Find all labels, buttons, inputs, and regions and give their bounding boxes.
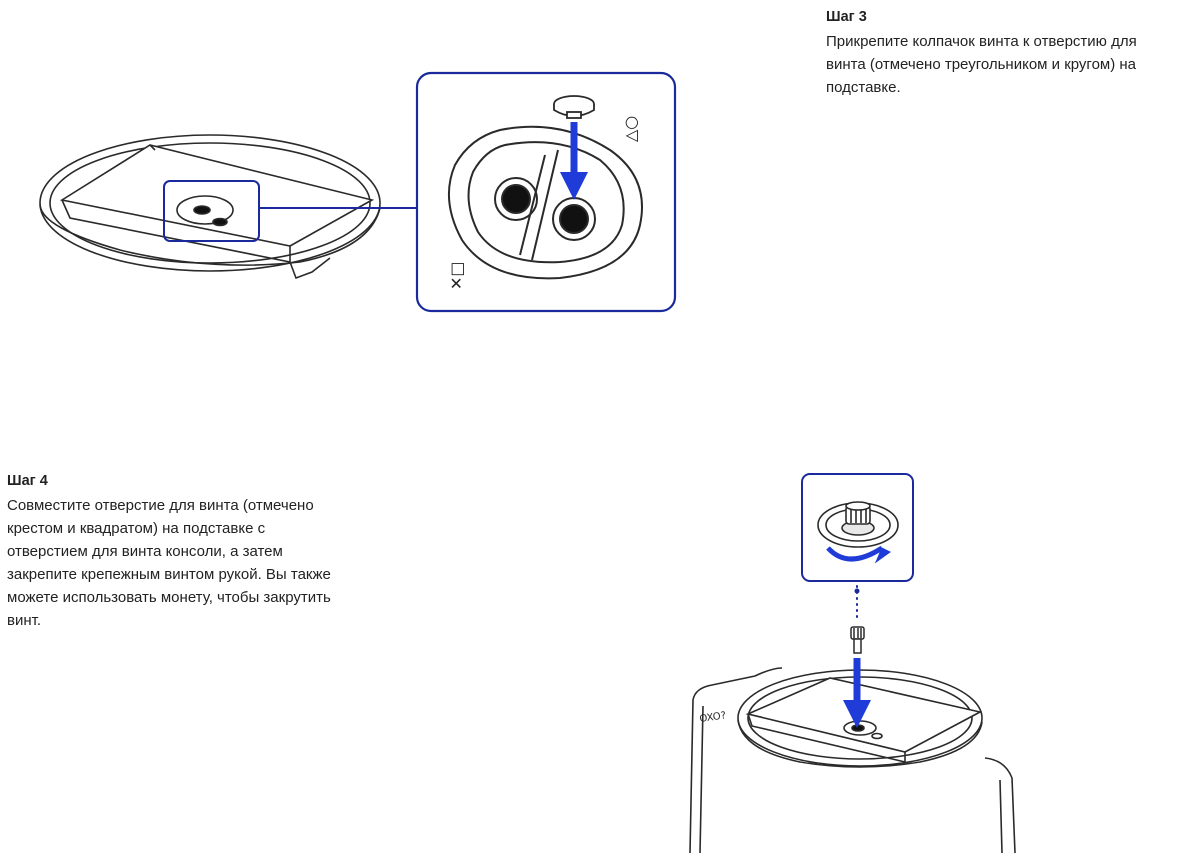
screw-cap-icon [553,95,595,119]
svg-text:OXO?: OXO? [699,710,727,725]
zoomed-holes [447,125,643,280]
console-illustration: OXO? [689,667,1016,853]
rotate-screw-detail [817,501,899,548]
step3-body: Прикрепите колпачок винта к отверстию дл… [826,33,1137,96]
step4-title: Шаг 4 [7,473,48,489]
cross-square-mark: ✕□ [447,261,466,290]
rotate-arrow-icon [826,545,884,562]
stand-callout-frame [163,180,260,242]
step3-title: Шаг 3 [826,9,867,25]
step4-body: Совместите отверстие для винта (отмечено… [7,497,331,629]
step3-instruction: Шаг 3 Прикрепите колпачок винта к отверс… [826,6,1196,99]
step4-instruction: Шаг 4 Совместите отверстие для винта (от… [7,470,407,632]
stand-illustration [39,134,381,280]
screw-icon [850,626,865,654]
triangle-circle-mark: △○ [621,116,640,142]
